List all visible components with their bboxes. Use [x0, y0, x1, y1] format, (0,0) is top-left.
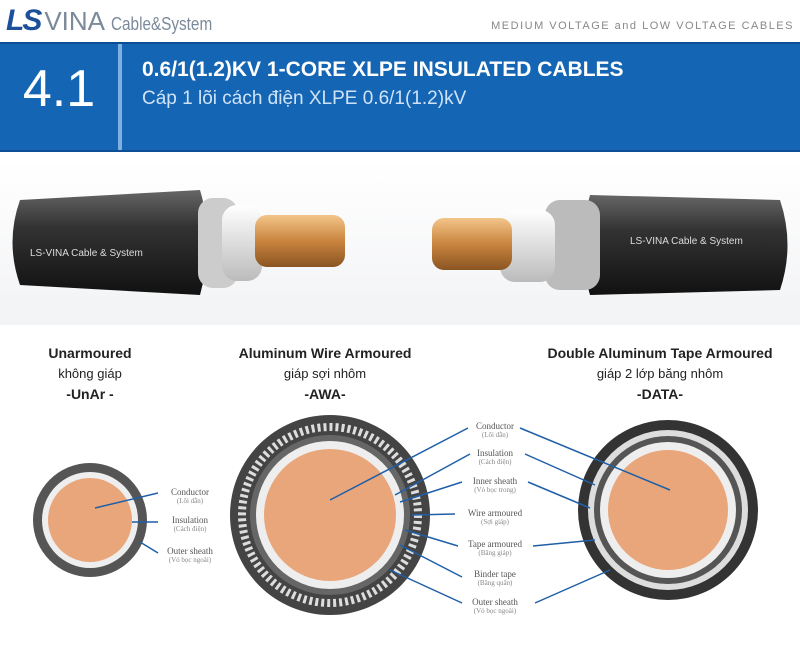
- type-name: Aluminum Wire Armoured: [238, 345, 412, 361]
- label-vn: (Băng quấn): [477, 579, 513, 587]
- label-vn: (Cách điện): [173, 525, 207, 533]
- section-data: [578, 420, 758, 600]
- type-vn: giáp sợi nhôm: [283, 366, 367, 381]
- type-unarmoured: Unarmoured không giáp -UnAr -: [20, 343, 160, 405]
- type-data: Double Aluminum Tape Armoured giáp 2 lớp …: [520, 343, 800, 405]
- label-vn: (Băng giáp): [478, 549, 512, 557]
- page-subtitle: Cáp 1 lõi cách điện XLPE 0.6/1(1.2)kV: [142, 88, 467, 109]
- label-en: Outer sheath: [167, 546, 213, 556]
- label-vn: (Lõi dẫn): [481, 431, 509, 439]
- label-vn: (Sợi giáp): [480, 518, 509, 526]
- type-code: -DATA-: [636, 386, 684, 402]
- type-name: Double Aluminum Tape Armoured: [547, 345, 773, 361]
- label-conductor: Conductor(Lõi dẫn): [160, 488, 220, 506]
- leader-lines: [94, 427, 671, 604]
- cable-right: LS-VINA Cable & System: [432, 195, 788, 295]
- label-vn: (Vỏ bọc ngoài): [473, 607, 517, 615]
- cable-left: LS-VINA Cable & System: [12, 190, 345, 295]
- label-vn: (Lõi dẫn): [176, 497, 204, 505]
- label-en: Wire armoured: [467, 508, 523, 518]
- label-insulation: Insulation(Cách điện): [160, 516, 220, 534]
- section-number: 4.1: [0, 44, 122, 150]
- cable-print-right: LS-VINA Cable & System: [630, 236, 743, 247]
- section-unarmoured: [33, 463, 147, 577]
- cable-photo: LS-VINA Cable & System LS-VINA Cable & S…: [0, 160, 800, 325]
- label-vn: (Vỏ bọc ngoài): [168, 556, 212, 564]
- page-title: 0.6/1(1.2)KV 1-CORE XLPE INSULATED CABLE…: [142, 58, 624, 81]
- label-conductor: Conductor(Lõi dẫn): [455, 422, 535, 440]
- label-inner-sheath: Inner sheath(Vỏ bọc trong): [455, 477, 535, 495]
- label-tape-armoured: Tape armoured(Băng giáp): [455, 540, 535, 558]
- cable-print-left: LS-VINA Cable & System: [30, 248, 143, 259]
- title-band: 4.1 0.6/1(1.2)KV 1-CORE XLPE INSULATED C…: [0, 42, 800, 152]
- type-code: -AWA-: [304, 386, 346, 402]
- label-en: Conductor: [171, 487, 209, 497]
- type-vn: không giáp: [58, 366, 122, 381]
- logo-vina: VINA: [44, 6, 106, 36]
- label-en: Tape armoured: [467, 539, 523, 549]
- label-en: Insulation: [477, 448, 513, 458]
- label-vn: (Cách điện): [478, 458, 512, 466]
- logo-ls: LS: [6, 4, 42, 37]
- cross-sections: [33, 415, 758, 615]
- section-awa: [230, 415, 430, 615]
- label-outer-sheath: Outer sheath(Vỏ bọc ngoài): [160, 547, 220, 565]
- label-en: Inner sheath: [472, 476, 518, 486]
- brand-logo: LS VINA Cable&System: [6, 4, 230, 40]
- cable-illustration: LS-VINA Cable & System LS-VINA Cable & S…: [12, 190, 788, 295]
- label-en: Binder tape: [474, 569, 516, 579]
- type-code: -UnAr -: [66, 386, 114, 402]
- type-awa: Aluminum Wire Armoured giáp sợi nhôm -AWA-: [200, 343, 450, 405]
- label-en: Conductor: [476, 421, 514, 431]
- label-wire-armoured: Wire armoured(Sợi giáp): [455, 509, 535, 527]
- type-name: Unarmoured: [48, 345, 132, 361]
- label-en: Insulation: [172, 515, 208, 525]
- label-outer-sheath: Outer sheath(Vỏ bọc ngoài): [455, 598, 535, 616]
- logo-cable-system: Cable&System: [111, 14, 213, 34]
- label-binder-tape: Binder tape(Băng quấn): [455, 570, 535, 588]
- category-label: MEDIUM VOLTAGE and LOW VOLTAGE CABLES: [491, 20, 794, 32]
- label-vn: (Vỏ bọc trong): [474, 486, 516, 494]
- type-vn: giáp 2 lớp băng nhôm: [596, 366, 724, 381]
- label-insulation: Insulation(Cách điện): [455, 449, 535, 467]
- label-en: Outer sheath: [472, 597, 518, 607]
